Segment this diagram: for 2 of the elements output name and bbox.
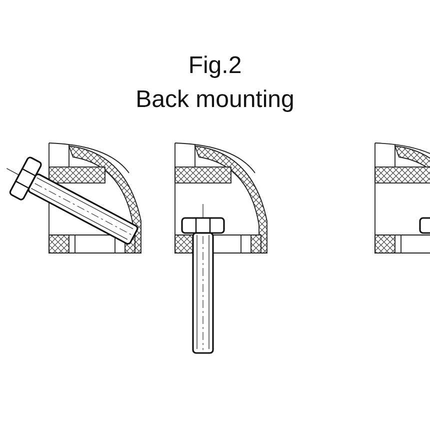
figure-number: Fig.2 — [188, 52, 242, 79]
figure-title: Back mounting — [136, 86, 294, 113]
